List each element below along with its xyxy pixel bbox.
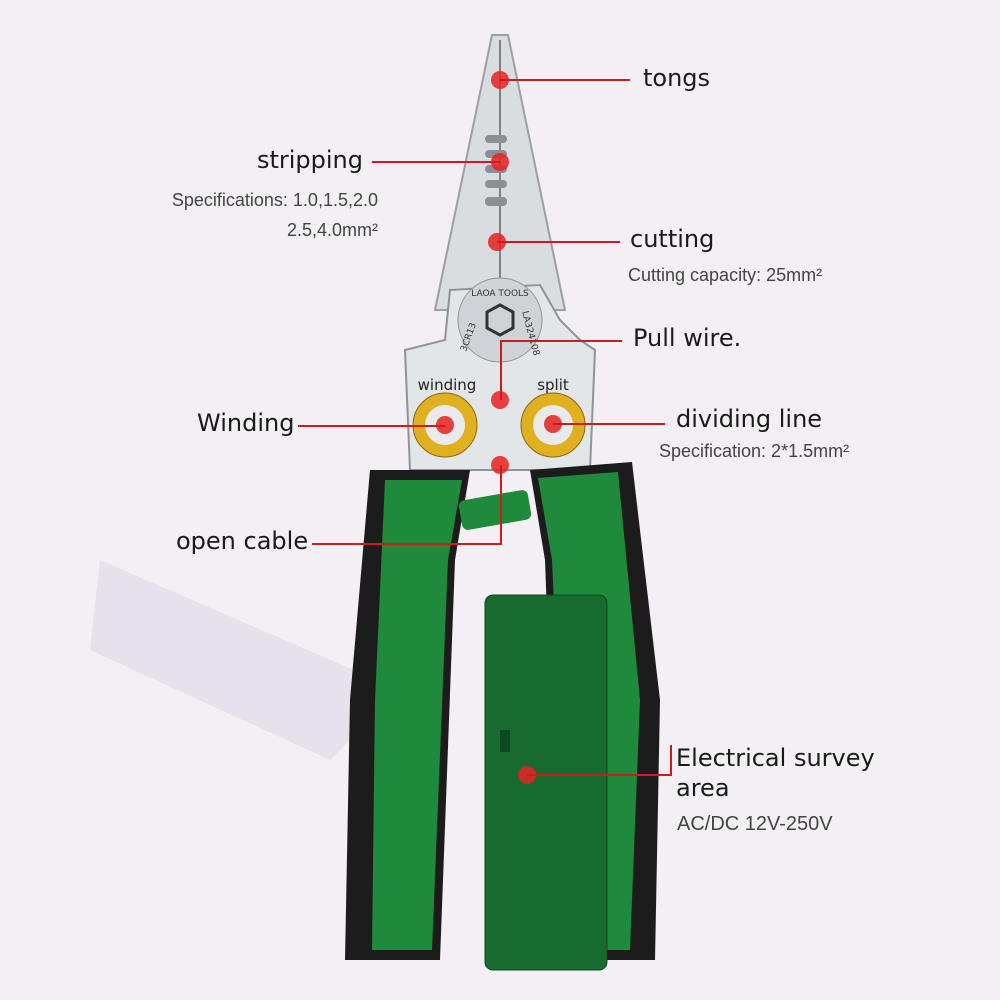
electrical-leader-h: [527, 774, 672, 776]
stripping-notches: [485, 135, 507, 206]
dividing-line-spec: Specification: 2*1.5mm²: [659, 441, 850, 461]
winding-label: Winding: [197, 409, 295, 437]
left-handle-grip: [372, 480, 462, 950]
electrical-label-2: area: [676, 774, 730, 802]
cutting-label: cutting: [630, 225, 715, 253]
lock-latch: [458, 490, 532, 530]
split-imprint: split: [537, 376, 569, 394]
electrical-label-1: Electrical survey: [676, 744, 875, 772]
stripping-label: stripping: [256, 146, 363, 174]
pull-wire-leader-h: [500, 340, 622, 342]
winding-imprint: winding: [418, 376, 477, 394]
dividing-line-label: dividing line: [676, 405, 823, 433]
electrical-leader-v: [670, 745, 672, 776]
tester-housing: [484, 594, 608, 971]
tester-window: [500, 730, 510, 752]
stripping-leader: [372, 161, 500, 163]
shadow: [90, 560, 400, 760]
open-cable-leader-h: [312, 543, 502, 545]
brand-imprint: LAOA TOOLS: [471, 289, 529, 299]
dividing-line-leader: [553, 423, 665, 425]
pull-wire-leader-v: [500, 340, 502, 400]
tongs-leader: [500, 79, 630, 81]
stripping-spec-2: 2.5,4.0mm²: [286, 220, 378, 240]
pull-wire-label: Pull wire.: [633, 324, 742, 352]
brand-logo-icon: [485, 303, 515, 337]
electrical-spec: AC/DC 12V-250V: [677, 813, 833, 835]
cutting-spec: Cutting capacity: 25mm²: [628, 265, 823, 285]
winding-leader: [298, 425, 445, 427]
open-cable-leader-v: [500, 465, 502, 545]
cutting-leader: [497, 241, 620, 243]
callout-dots: [436, 71, 562, 784]
stripping-spec-1: Specifications: 1.0,1.5,2.0: [171, 190, 378, 210]
open-cable-label: open cable: [176, 527, 309, 555]
tongs-label: tongs: [643, 64, 711, 92]
